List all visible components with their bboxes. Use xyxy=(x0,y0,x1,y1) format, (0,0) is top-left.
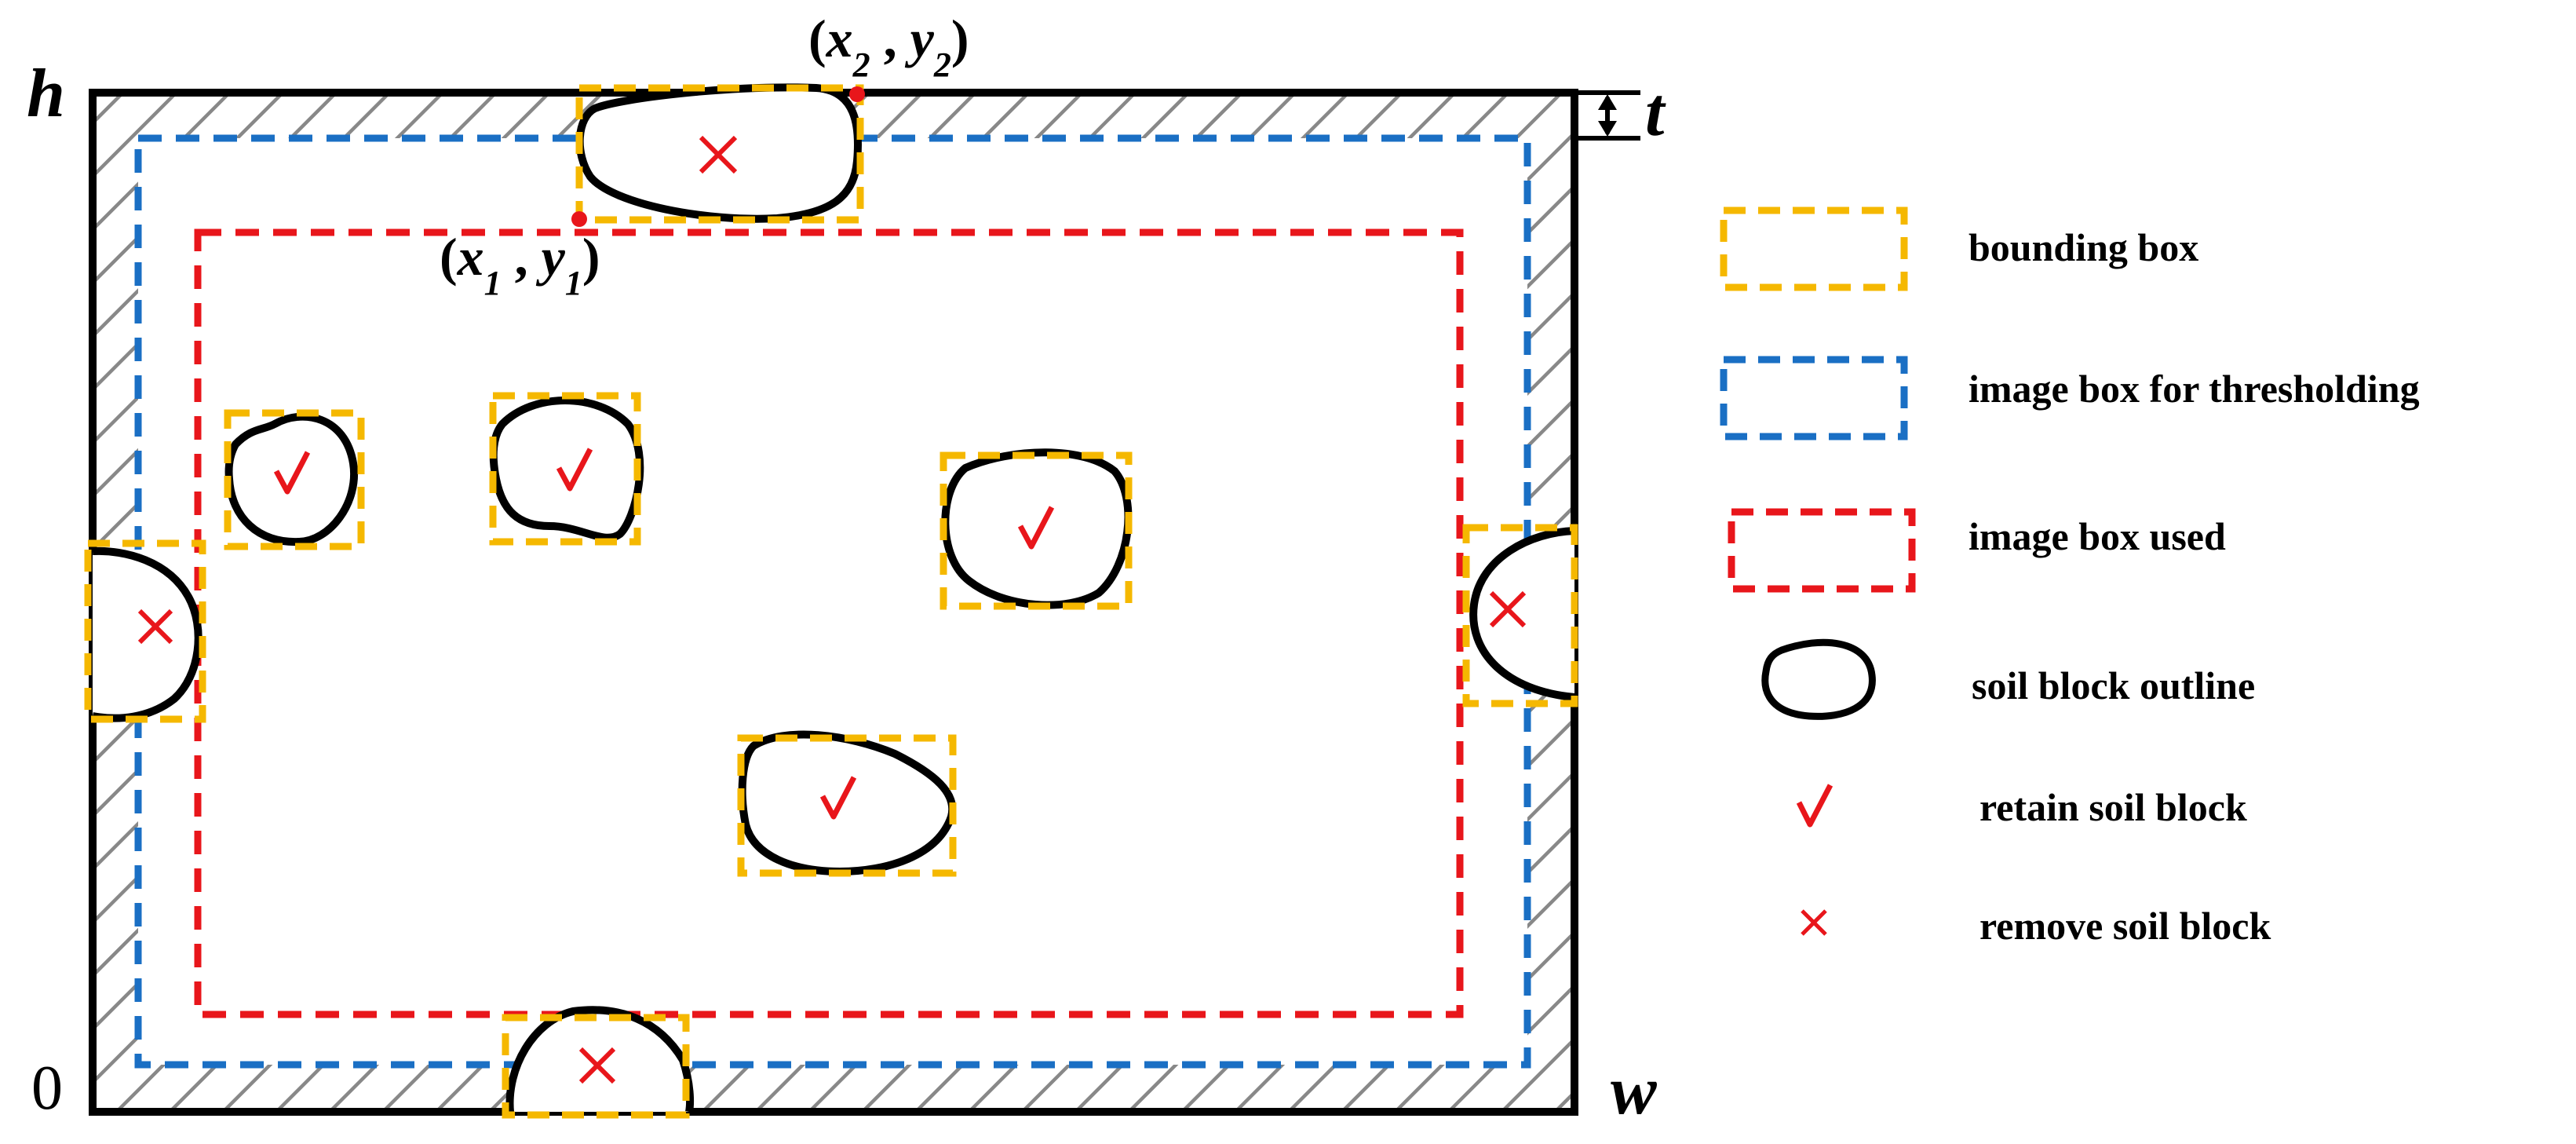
bounding-box xyxy=(737,734,957,877)
soil-block-left xyxy=(84,539,206,723)
check-mark-icon xyxy=(819,776,857,820)
cross-mark-icon xyxy=(1801,909,1827,936)
cross-mark-icon xyxy=(1489,590,1527,628)
w-axis-label: w xyxy=(1611,1053,1657,1129)
t-dimension-marker xyxy=(1574,90,1640,141)
cross-mark-icon xyxy=(137,609,173,645)
bounding-box xyxy=(575,84,864,224)
bounding-box xyxy=(940,451,1133,610)
legend-item-bounding-box: bounding box xyxy=(1720,207,2198,291)
point-x1-y1-marker xyxy=(571,211,587,227)
legend-label: image box used xyxy=(1968,514,2226,558)
soil-block-right xyxy=(1462,524,1578,707)
legend-item-image-box-used: image box used xyxy=(1728,508,2226,593)
point-x2-y2-label: (x2 , y2) xyxy=(808,9,969,84)
legend-swatch-used-box xyxy=(1728,508,1916,593)
legend-label: image box for thresholding xyxy=(1968,367,2420,411)
bounding-box xyxy=(84,539,206,723)
legend-item-soil-block-outline: soil block outline xyxy=(1761,638,2255,720)
soil-block-a xyxy=(224,409,365,550)
cross-mark-icon xyxy=(699,135,738,174)
bounding-box xyxy=(224,409,365,550)
soil-block-outline-shape xyxy=(941,448,1133,609)
check-mark-icon xyxy=(273,451,311,495)
soil-block-top xyxy=(575,83,864,224)
bounding-box xyxy=(1462,524,1578,707)
hatched-margin-band xyxy=(93,93,1574,1112)
soil-block-c xyxy=(940,448,1133,610)
legend-swatch-bounding-box xyxy=(1720,207,1908,291)
legend-swatch-soil-outline xyxy=(1761,638,1876,720)
legend: bounding box image box for thresholding … xyxy=(1720,207,2420,948)
soil-block-bottom xyxy=(502,1006,695,1119)
check-mark-icon xyxy=(556,448,593,492)
legend-item-retain-soil-block: retain soil block xyxy=(1796,784,2247,829)
t-label: t xyxy=(1645,75,1666,151)
legend-swatch-threshold-box xyxy=(1720,356,1908,440)
legend-label: retain soil block xyxy=(1979,785,2247,829)
legend-label: bounding box xyxy=(1968,225,2198,269)
legend-label: soil block outline xyxy=(1972,663,2255,707)
bounding-box xyxy=(502,1014,690,1119)
check-mark-icon xyxy=(1017,506,1055,550)
point-x2-y2-marker xyxy=(849,86,865,102)
cross-mark-icon xyxy=(578,1047,616,1084)
legend-item-remove-soil-block xyxy=(1801,909,1827,936)
check-mark-icon xyxy=(1796,784,1833,828)
legend-label: remove soil block xyxy=(1979,904,2271,948)
legend-item-image-box-thresholding: image box for thresholding xyxy=(1720,356,2420,440)
h-axis-label: h xyxy=(27,56,65,132)
bounding-box xyxy=(489,392,641,546)
soil-block-outline-shape xyxy=(489,397,644,542)
soil-block-d xyxy=(737,730,957,877)
origin-label: 0 xyxy=(31,1054,63,1123)
soil-block-outline-shape xyxy=(738,730,957,876)
soil-block-b xyxy=(489,392,644,546)
soil-block-outline-shape xyxy=(1469,527,1575,701)
